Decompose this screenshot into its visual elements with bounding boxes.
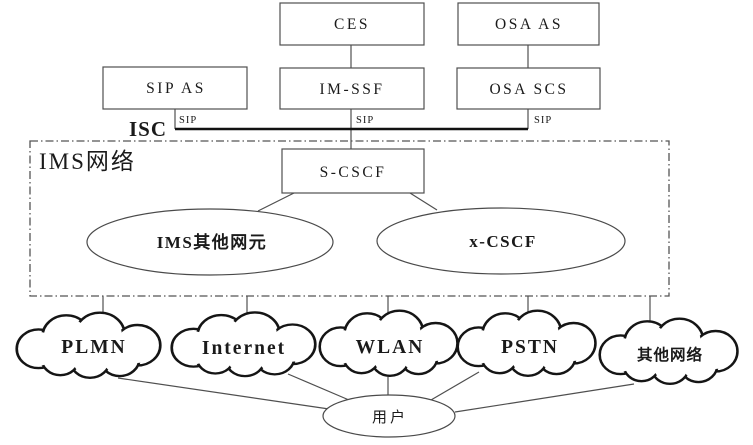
sip-as-label: SIP AS [146, 80, 206, 97]
internet-label: Internet [202, 338, 286, 359]
isc-interface-label: ISC [129, 117, 167, 141]
edge-scscf-xcscf [409, 192, 438, 211]
edge-scscf-imsother [257, 192, 295, 212]
edge-internet-user [287, 373, 350, 401]
sip-as-node [102, 66, 248, 110]
ims-other-elements-node [86, 208, 334, 276]
other-networks-label: 其他网络 [637, 345, 703, 364]
plmn-label: PLMN [61, 337, 126, 358]
sip-interface-label-2: SIP [356, 115, 374, 126]
osa-scs-label: OSA SCS [489, 81, 568, 98]
im-ssf-label: IM-SSF [320, 81, 385, 98]
ims-network-label: IMS网络 [39, 149, 136, 174]
user-label: 用户 [372, 409, 408, 426]
osa-as-label: OSA AS [495, 16, 563, 33]
ims-other-elements-label: IMS其他网元 [157, 232, 268, 252]
wlan-label: WLAN [356, 337, 425, 358]
s-cscf-label: S-CSCF [320, 164, 387, 181]
edge-plmn-user [117, 377, 330, 410]
osa-as-node [457, 2, 600, 46]
ces-node [279, 2, 425, 46]
im-ssf-node [279, 67, 425, 110]
edge-othernet-user [454, 383, 635, 413]
connector-lines [102, 45, 651, 413]
pstn-label: PSTN [501, 337, 559, 358]
user-node [322, 394, 456, 438]
s-cscf-node [281, 148, 425, 194]
sip-interface-label-1: SIP [179, 115, 197, 126]
edge-pstn-user [430, 371, 480, 401]
osa-scs-node [456, 67, 601, 110]
x-cscf-node [376, 207, 626, 275]
sip-interface-label-3: SIP [534, 115, 552, 126]
x-cscf-label: x-CSCF [469, 232, 537, 251]
ces-label: CES [334, 16, 370, 33]
ims-network-container [29, 140, 670, 297]
